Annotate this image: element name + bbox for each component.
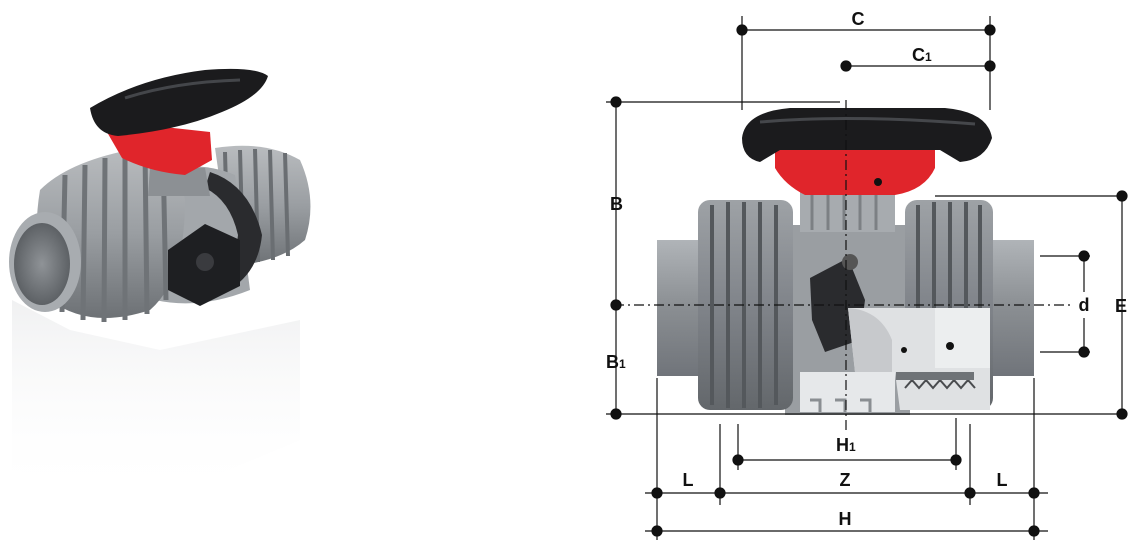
label-c1: C1 [912,45,932,65]
label-z: Z [840,470,851,490]
label-l-right: L [997,470,1008,490]
stem [800,192,895,232]
label-b1: B1 [606,352,626,372]
dimension-labels: C C1 B B1 E d H1 L Z L H [606,9,1127,529]
right-pipe-stub [990,240,1034,376]
label-b: B [610,194,623,214]
label-h1: H1 [836,435,856,455]
dimension-lines [606,16,1128,540]
actuator-gear-mount [205,172,262,292]
label-h: H [839,509,852,529]
handle-stem [148,168,210,196]
left-pipe-socket [9,212,81,312]
black-handle-lever [90,68,268,136]
red-handle-insert [775,140,935,195]
left-pipe-stub [657,240,701,376]
sectional-cut [800,308,990,412]
centerlines [614,100,1070,430]
label-d: d [1079,295,1090,315]
valve-product-photo [9,68,311,500]
black-mounting-module [168,224,240,306]
label-l-left: L [683,470,694,490]
label-e: E [1115,296,1127,316]
label-c: C [852,9,865,29]
